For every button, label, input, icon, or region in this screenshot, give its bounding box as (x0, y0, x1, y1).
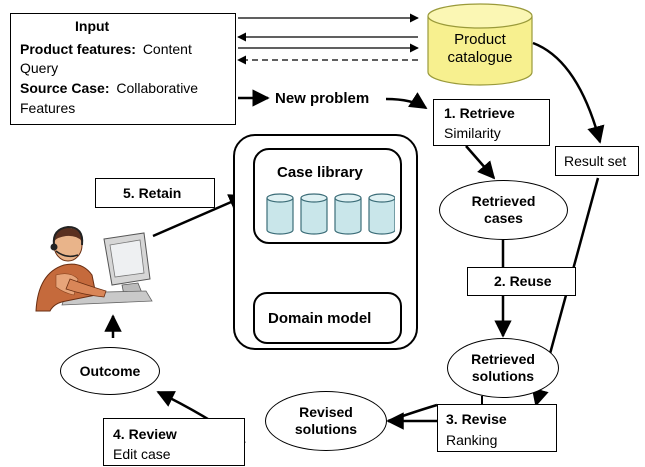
revised-solutions-line2: solutions (294, 421, 358, 437)
retrieved-cases-node: Retrieved cases (439, 180, 568, 240)
database-icon (300, 193, 328, 235)
reuse-box: 2. Reuse (467, 267, 576, 296)
revise-subtitle: Ranking (446, 432, 498, 448)
retrieved-solutions-node: Retrieved solutions (447, 338, 559, 398)
review-box: 4. Review Edit case (103, 418, 245, 466)
source-case-value: Collaborative (116, 80, 199, 96)
revise-box: 3. Revise Ranking (437, 404, 557, 452)
revise-title: 3. Revise (446, 411, 507, 427)
product-features-label: Product features: (20, 41, 136, 57)
input-title: Input (75, 18, 110, 34)
retrieved-cases-line2: cases (484, 210, 523, 226)
product-features-line: Product features: Content (20, 41, 192, 58)
retrieve-subtitle: Similarity (444, 125, 501, 141)
review-title: 4. Review (113, 426, 177, 442)
domain-model-box: Domain model (253, 292, 402, 344)
product-features-value: Content (142, 41, 192, 57)
retrieved-solutions-line2: solutions (471, 368, 535, 384)
retrieved-solutions-line1: Retrieved (471, 351, 535, 367)
person-to-library-arrow (152, 194, 247, 238)
outcome-node: Outcome (60, 347, 160, 395)
product-catalogue-label: Product catalogue (425, 31, 535, 67)
database-icon (334, 193, 362, 235)
revised-solutions-node: Revised solutions (265, 391, 387, 451)
result-set-box: Result set (555, 146, 639, 176)
source-case-label: Source Case: (20, 80, 110, 96)
input-box: Input Product features: Content Query So… (10, 13, 236, 125)
product-catalogue-line1: Product (454, 31, 506, 48)
reuse-label: 2. Reuse (494, 273, 552, 289)
review-subtitle: Edit case (113, 446, 171, 462)
result-set-label: Result set (564, 153, 627, 169)
source-case-line: Source Case: Collaborative (20, 80, 198, 97)
retrieve-to-cases-arrow (465, 145, 496, 180)
case-library-databases (266, 193, 395, 235)
domain-model-label: Domain model (268, 310, 372, 327)
retain-label: 5. Retain (123, 185, 182, 201)
product-catalogue-cylinder (427, 3, 533, 86)
database-icon (368, 193, 395, 235)
outcome-label: Outcome (79, 362, 141, 379)
new-problem-label: New problem (275, 90, 370, 107)
catalogue-to-result-set-arrow (532, 41, 605, 144)
person-at-computer-icon (35, 225, 153, 312)
retrieve-box: 1. Retrieve Similarity (433, 99, 550, 146)
retain-box: 5. Retain (95, 178, 215, 208)
revised-solutions-line1: Revised (299, 404, 353, 420)
new-problem-to-retrieve-arrow (385, 92, 428, 110)
features-text: Features (20, 100, 76, 116)
database-icon (266, 193, 294, 235)
retrieve-title: 1. Retrieve (444, 105, 515, 121)
query-text: Query (20, 60, 59, 76)
revised-link-line (387, 403, 438, 423)
case-library-label: Case library (277, 164, 363, 181)
product-catalogue-line2: catalogue (447, 49, 513, 66)
retrieved-cases-line1: Retrieved (471, 193, 536, 209)
